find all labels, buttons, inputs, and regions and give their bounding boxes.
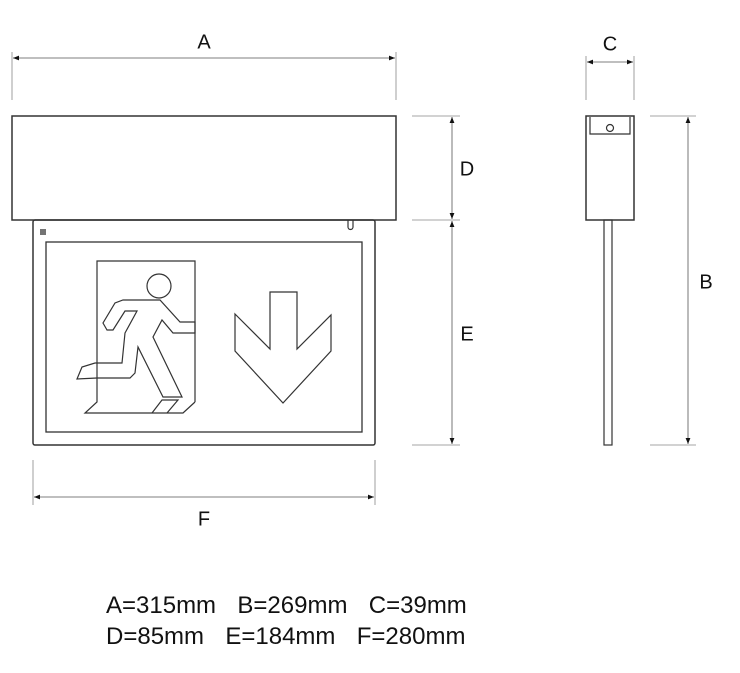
dimension-lines xyxy=(11,52,696,505)
housing xyxy=(11,115,397,221)
hook xyxy=(347,220,354,231)
front-view xyxy=(11,115,397,446)
dimension-label-f: F xyxy=(197,508,211,531)
side-panel xyxy=(603,219,613,446)
dimension-label-e: E xyxy=(460,323,474,346)
dimension-label-d: D xyxy=(459,158,475,181)
spec-line-1: A=315mm B=269mm C=39mm xyxy=(106,592,467,619)
side-housing xyxy=(585,115,635,221)
spec-line-2: D=85mm E=184mm F=280mm xyxy=(106,623,466,650)
sign-panel xyxy=(32,219,376,446)
menu-mark-icon xyxy=(40,229,46,235)
sign-window xyxy=(45,241,363,433)
dimension-label-a: A xyxy=(197,31,211,54)
running-man-icon xyxy=(76,260,196,414)
arrow-down-icon xyxy=(234,291,332,404)
dimension-label-c: C xyxy=(602,33,618,56)
dimension-label-b: B xyxy=(699,271,713,294)
side-view xyxy=(585,115,635,446)
